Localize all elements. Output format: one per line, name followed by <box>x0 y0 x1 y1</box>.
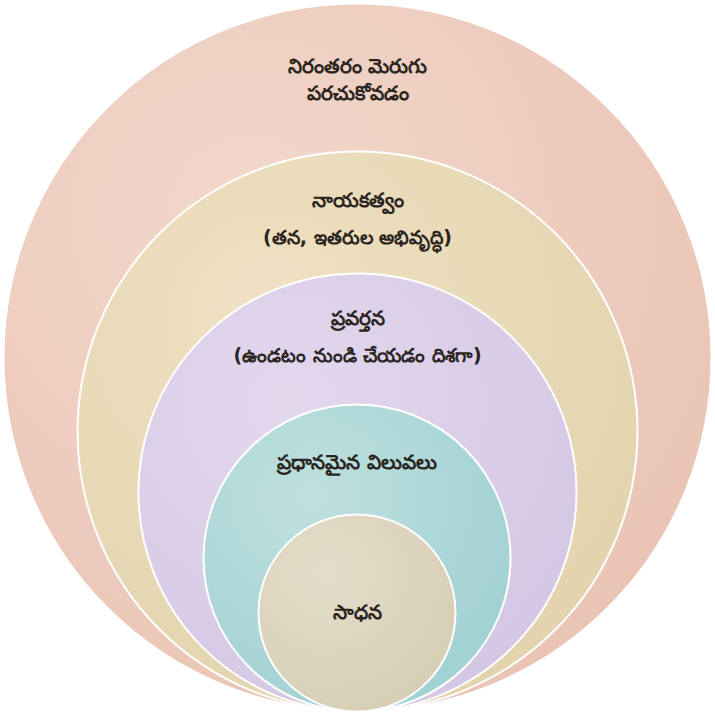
circle-node: ప్రధానమైన విలువలు సాధన <box>202 403 512 713</box>
circle-subtitle: (తన, ఇతరుల అభివృద్ధి) <box>263 225 452 251</box>
circle-label: నిరంతరం మెరుగు పరచుకోవడం <box>238 53 478 107</box>
circle-subtitle: (ఉండటం నుండి చేయడం దిశగా) <box>233 343 481 369</box>
circle-node: సాధన <box>257 513 457 713</box>
circle-label: ప్రవర్తన <box>331 305 385 332</box>
circle-label: సాధన <box>333 599 382 626</box>
circle-label: ప్రధానమైన విలువలు <box>277 449 437 476</box>
circle-label: నాయకత్వం <box>312 187 404 214</box>
circle-node: ప్రవర్తన (ఉండటం నుండి చేయడం దిశగా) ప్రధానమ… <box>137 272 578 713</box>
circle-node: నాయకత్వం (తన, ఇతరుల అభివృద్ధి) ప్రవర్తన (ఉం… <box>76 150 639 713</box>
